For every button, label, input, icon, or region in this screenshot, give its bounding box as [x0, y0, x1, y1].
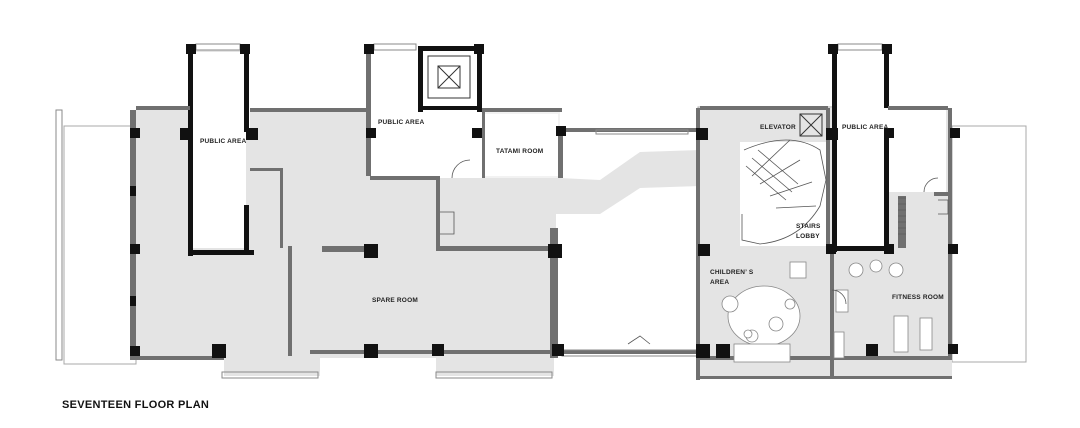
elevator-shaft-center: [427, 55, 471, 99]
label-stairs: STAIRS: [796, 223, 821, 230]
spiral-stair: [741, 139, 827, 245]
doors: [440, 159, 949, 345]
white-rooms: [192, 50, 946, 356]
fitness-furniture: [833, 259, 933, 359]
label-childrens-area-2: AREA: [710, 279, 729, 286]
plan-title: SEVENTEEN FLOOR PLAN: [62, 399, 210, 411]
label-tatami-room: TATAMI ROOM: [496, 148, 543, 155]
room-labels: PUBLIC AREA PUBLIC AREA TATAMI ROOM ELEV…: [200, 119, 944, 304]
label-public-area-left: PUBLIC AREA: [200, 138, 246, 145]
black-walls: [188, 46, 894, 256]
label-childrens-area: CHILDREN’ S: [710, 269, 754, 276]
label-fitness-room: FITNESS ROOM: [892, 294, 944, 301]
columns: [130, 44, 960, 358]
label-public-area-right: PUBLIC AREA: [842, 124, 888, 131]
label-lobby: LOBBY: [796, 233, 820, 240]
label-elevator: ELEVATOR: [760, 124, 796, 131]
elevator-shaft-east: [799, 113, 823, 137]
childrens-furniture: [721, 261, 807, 363]
label-spare-room: SPARE ROOM: [372, 297, 418, 304]
service-stair: [898, 197, 906, 235]
label-public-area-center: PUBLIC AREA: [378, 119, 424, 126]
